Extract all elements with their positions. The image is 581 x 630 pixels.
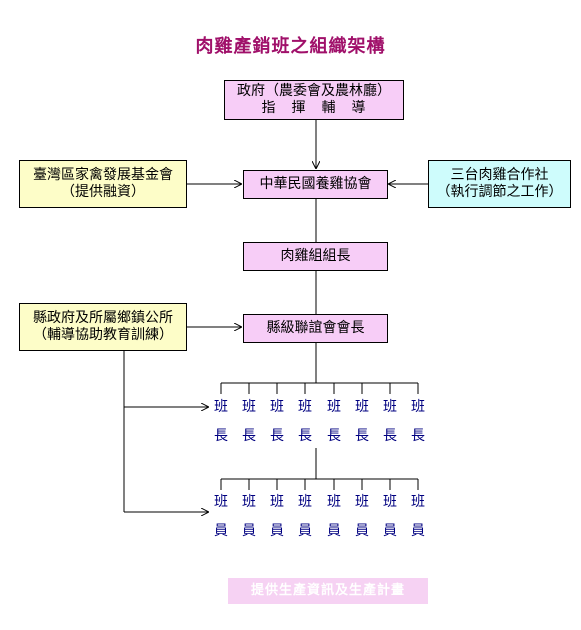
coop-line2: （執行調節之工作） [436, 184, 563, 200]
team-leader-char1: 班 [242, 399, 256, 415]
team-leader-char1: 班 [355, 399, 369, 415]
team-leader-char1: 班 [214, 399, 228, 415]
coop-box: 三台肉雞合作社 （執行調節之工作） [428, 160, 571, 208]
team-member-char2: 員 [242, 523, 256, 539]
association-label: 中華民國養雞協會 [259, 176, 372, 192]
team-member-char2: 員 [270, 523, 284, 539]
team-leader: 班長 [324, 399, 344, 445]
fund-line1: 臺灣區家禽發展基金會 [33, 167, 173, 183]
team-member-char2: 員 [411, 523, 425, 539]
team-member-char1: 班 [411, 494, 425, 510]
association-box: 中華民國養雞協會 [243, 170, 388, 199]
team-member-char1: 班 [214, 494, 228, 510]
team-member-char1: 班 [242, 494, 256, 510]
team-leader: 班長 [211, 399, 231, 445]
team-member: 班員 [352, 494, 372, 540]
team-leader-char1: 班 [411, 399, 425, 415]
government-line1: 政府（農委會及農林廳） [237, 83, 391, 99]
team-member-char1: 班 [383, 494, 397, 510]
group-leader-box: 肉雞組組長 [243, 242, 388, 271]
team-leader: 班長 [267, 399, 287, 445]
team-leader: 班長 [380, 399, 400, 445]
fund-line2: （提供融資） [61, 184, 145, 200]
team-member: 班員 [295, 494, 315, 540]
team-member-char2: 員 [214, 523, 228, 539]
team-leader-char2: 長 [383, 428, 397, 444]
team-leader-char2: 長 [270, 428, 284, 444]
team-leader-char1: 班 [327, 399, 341, 415]
team-member: 班員 [211, 494, 231, 540]
county-chair-label: 縣級聯誼會會長 [266, 320, 365, 336]
team-leader: 班長 [408, 399, 428, 445]
team-member-char1: 班 [327, 494, 341, 510]
team-leader-char2: 長 [242, 428, 256, 444]
chart-title: 肉雞產銷班之組織架構 [195, 36, 386, 57]
team-member: 班員 [239, 494, 259, 540]
team-leader-char1: 班 [270, 399, 284, 415]
team-leader: 班長 [352, 399, 372, 445]
county-chair-box: 縣級聯誼會會長 [243, 314, 388, 343]
coop-line1: 三台肉雞合作社 [450, 167, 549, 183]
team-leader-char1: 班 [383, 399, 397, 415]
team-leader-char2: 長 [355, 428, 369, 444]
government-line2: 指 揮 輔 導 [261, 100, 367, 116]
team-leader-char1: 班 [298, 399, 312, 415]
team-member-char1: 班 [355, 494, 369, 510]
team-member: 班員 [324, 494, 344, 540]
team-member: 班員 [380, 494, 400, 540]
team-leader: 班長 [239, 399, 259, 445]
team-leader-char2: 長 [214, 428, 228, 444]
fund-box: 臺灣區家禽發展基金會 （提供融資） [19, 160, 187, 208]
team-member-char2: 員 [383, 523, 397, 539]
group-leader-label: 肉雞組組長 [280, 248, 351, 264]
county-gov-line2: （輔導協助教育訓練） [33, 327, 173, 343]
team-leader-char2: 長 [327, 428, 341, 444]
team-member-char1: 班 [298, 494, 312, 510]
team-leader-char2: 長 [298, 428, 312, 444]
team-member-char2: 員 [298, 523, 312, 539]
team-member: 班員 [267, 494, 287, 540]
team-member: 班員 [408, 494, 428, 540]
team-member-char1: 班 [270, 494, 284, 510]
team-leader-char2: 長 [411, 428, 425, 444]
county-gov-line1: 縣政府及所屬鄉鎮公所 [33, 310, 173, 326]
team-leader: 班長 [295, 399, 315, 445]
government-box: 政府（農委會及農林廳） 指 揮 輔 導 [224, 80, 404, 120]
team-member-char2: 員 [355, 523, 369, 539]
footer-banner: 提供生產資訊及生產計畫 [228, 578, 428, 604]
county-gov-box: 縣政府及所屬鄉鎮公所 （輔導協助教育訓練） [19, 303, 187, 351]
team-member-char2: 員 [327, 523, 341, 539]
